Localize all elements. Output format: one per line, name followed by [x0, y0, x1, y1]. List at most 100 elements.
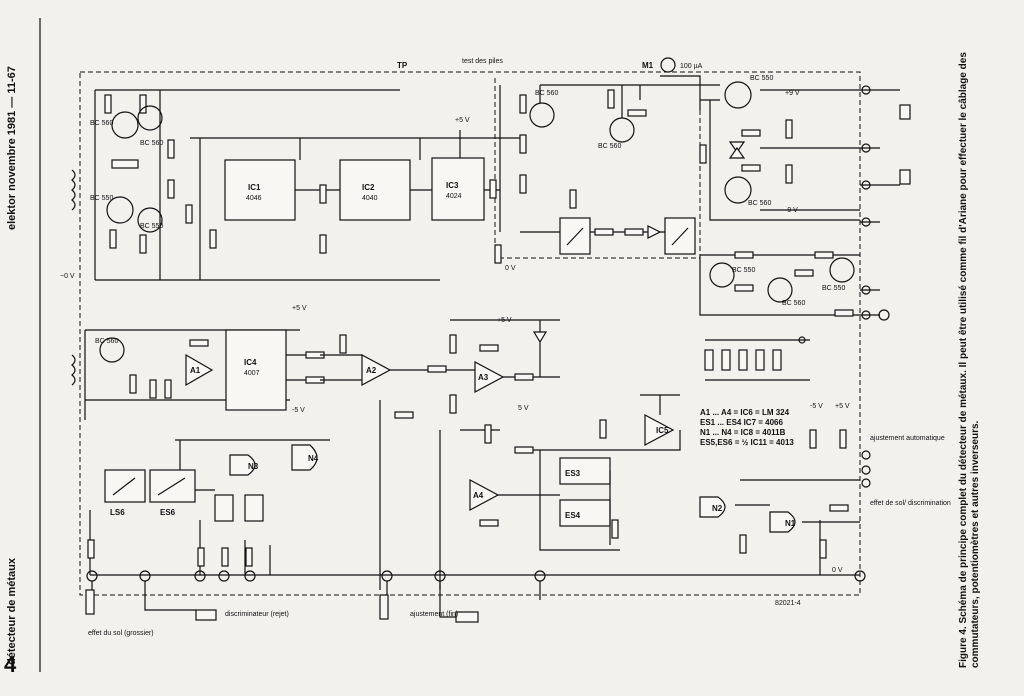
transistor-input — [99, 337, 125, 363]
transistor-t2 — [137, 105, 163, 131]
svg-text:BC 550: BC 550 — [140, 223, 163, 230]
ic3-box — [431, 157, 485, 221]
terminal-v — [854, 570, 866, 582]
svg-text:+5 V: +5 V — [835, 403, 850, 410]
svg-text:~0 V: ~0 V — [60, 273, 75, 280]
transistor-t8 — [724, 176, 752, 204]
svg-text:0 V: 0 V — [505, 265, 516, 272]
pot-p1 — [85, 589, 95, 615]
svg-text:N3: N3 — [248, 462, 259, 471]
svg-text:ES6: ES6 — [160, 508, 176, 517]
opamp-ic5 — [644, 413, 675, 447]
terminal-d — [218, 570, 230, 582]
preamp-stage: A1 IC4 4007 BC 560 — [71, 329, 325, 420]
figure-number: 82021-4 — [775, 600, 801, 607]
svg-text:BC 550: BC 550 — [750, 75, 773, 82]
opamp-a3 — [474, 360, 505, 394]
svg-text:ES3: ES3 — [565, 469, 581, 478]
ic4-box — [225, 329, 287, 411]
label-meter: M1 — [642, 61, 654, 70]
svg-text:+9 V: +9 V — [785, 90, 800, 97]
logic-left: LS6 ES6 N3 N4 — [87, 439, 330, 575]
svg-text:A1: A1 — [190, 366, 201, 375]
transistor-t7 — [724, 81, 752, 109]
es4-box — [559, 499, 611, 527]
opamp-a2 — [361, 353, 392, 387]
page-number: 4 — [4, 652, 17, 677]
ic1-box — [224, 159, 296, 221]
label-meter-value: 100 µA — [680, 63, 703, 70]
transistor-t9 — [709, 262, 735, 288]
gate-n2 — [699, 496, 726, 518]
meter-m1 — [660, 57, 676, 73]
terminal-f — [381, 570, 393, 582]
svg-text:IC3: IC3 — [446, 181, 459, 190]
parts-line-4: ES5,ES6 = ½ IC11 = 4013 — [700, 438, 794, 447]
coil-l2 — [71, 354, 76, 386]
svg-text:4024: 4024 — [446, 193, 462, 200]
transistor-t11 — [829, 257, 855, 283]
svg-text:BC 560: BC 560 — [140, 140, 163, 147]
opamp-a4 — [469, 478, 500, 512]
svg-text:ES4: ES4 — [565, 511, 581, 520]
parts-line-2: ES1 ... ES4 IC7 = 4066 — [700, 418, 783, 427]
pot-p4 — [455, 611, 479, 623]
svg-text:-5 V: -5 V — [810, 403, 823, 410]
svg-text:-9 V: -9 V — [785, 207, 798, 214]
svg-text:A4: A4 — [473, 491, 484, 500]
svg-text:N1: N1 — [785, 519, 796, 528]
terminal-e — [244, 570, 256, 582]
svg-text:BC 560: BC 560 — [95, 338, 118, 345]
svg-text:+5 V: +5 V — [455, 117, 470, 124]
svg-text:LS6: LS6 — [110, 508, 125, 517]
svg-text:BC 550: BC 550 — [732, 267, 755, 274]
amplifier-stage: A2 A3 — [320, 319, 560, 590]
terminal-h — [534, 570, 546, 582]
terminal-c — [194, 570, 206, 582]
bottom-controls: effet du sol (grossier) discriminateur (… — [85, 570, 866, 637]
svg-text:N2: N2 — [712, 504, 723, 513]
svg-text:BC 550: BC 550 — [90, 195, 113, 202]
svg-text:0 V: 0 V — [832, 567, 843, 574]
ic2-box — [339, 159, 411, 221]
parts-note: A1 ... A4 = IC6 = LM 324 ES1 ... ES4 IC7… — [700, 408, 794, 447]
svg-text:4040: 4040 — [362, 195, 378, 202]
terminal-b — [139, 570, 151, 582]
svg-text:4007: 4007 — [244, 370, 260, 377]
transistor-t5 — [529, 102, 555, 128]
svg-text:IC5: IC5 — [656, 426, 669, 435]
parts-line-1: A1 ... A4 = IC6 = LM 324 — [700, 408, 790, 417]
svg-text:5 V: 5 V — [518, 405, 529, 412]
label-test-piles: test des piles — [462, 58, 503, 65]
transistor-t4 — [137, 207, 163, 233]
pot-p3 — [379, 594, 389, 620]
svg-text:IC1: IC1 — [248, 183, 261, 192]
figure-caption: Figure 4. Schéma de principe complet du … — [958, 52, 981, 668]
battery-connectors — [860, 85, 911, 227]
lower-analog: A4 ES3 ES4 IC5 — [460, 394, 681, 551]
gate-n4 — [291, 444, 318, 471]
label-effet-sol: effet du sol (grossier) — [88, 630, 154, 637]
page-header: elektor novembre 1981 — 11-67 — [6, 66, 18, 230]
label-ajust-auto: ajustement automatique — [870, 435, 945, 442]
svg-text:BC 560: BC 560 — [535, 90, 558, 97]
label-ajustement-fin: ajustement (fin) — [410, 611, 458, 618]
gate-n1 — [769, 511, 796, 533]
enclosure-border — [79, 71, 861, 596]
coil-l1 — [71, 169, 76, 211]
page-footer: détecteur de métaux — [6, 558, 18, 665]
oscillator-stage: BC 560 BC 550 BC 560 BC 550 — [71, 89, 440, 281]
transistor-t6 — [609, 117, 635, 143]
audio-stage: BC 550 BC 560 BC 550 — [699, 251, 890, 321]
svg-text:N4: N4 — [308, 454, 319, 463]
counter-chain: IC1 4046 IC2 4040 IC3 4024 — [185, 130, 520, 280]
resistor-bank — [704, 336, 810, 381]
svg-text:BC 550: BC 550 — [822, 285, 845, 292]
svg-text:A3: A3 — [478, 373, 489, 382]
headphone-icon — [878, 309, 890, 321]
svg-text:A2: A2 — [366, 366, 377, 375]
logic-right: N2 N1 — [699, 429, 871, 575]
svg-text:+5 V: +5 V — [497, 317, 512, 324]
svg-text:BC 560: BC 560 — [748, 200, 771, 207]
